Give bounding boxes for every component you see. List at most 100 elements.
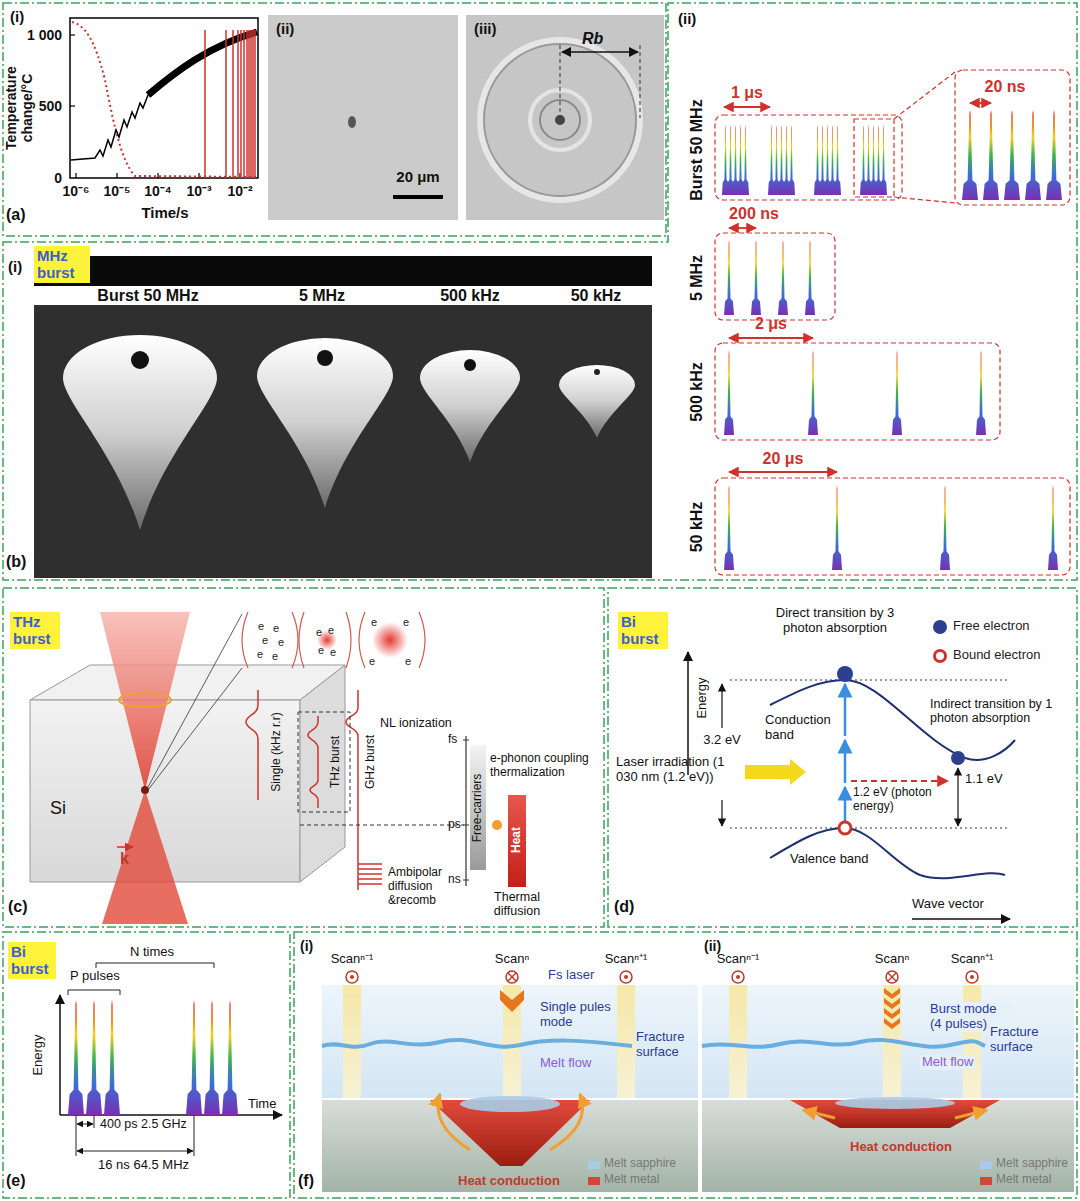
- figure-label: 10⁻²: [227, 183, 252, 199]
- figure-label: GHz burst: [364, 735, 378, 789]
- figure-label: 400 ps 2.5 GHz: [100, 1117, 187, 1131]
- figure-label: 50 kHz: [688, 502, 706, 553]
- tag-text: Bi burst: [11, 943, 53, 978]
- figure-label: 1 μs: [731, 84, 763, 102]
- figure-label: 500 kHz: [440, 287, 500, 305]
- figure-label: 1.1 eV: [965, 772, 1003, 787]
- figure-label: (f): [298, 1172, 314, 1190]
- legend-swatch: [588, 1161, 600, 1169]
- figure-label: Energy: [695, 677, 710, 718]
- figure-label: 20 ns: [985, 78, 1026, 96]
- tag-text: Bi burst: [621, 613, 665, 648]
- figure-label: Fs laser: [548, 968, 594, 983]
- figure-label: Laser irradiation (1 030 nm (1.2 eV)): [616, 755, 746, 785]
- figure-label: N times: [130, 945, 174, 960]
- figure-label: e: [272, 650, 278, 663]
- figure-label: (i): [300, 938, 313, 954]
- figure-label: Time: [248, 1097, 276, 1112]
- panel-tag: THz burst: [10, 612, 60, 649]
- figure-label: 10⁻⁶: [62, 183, 89, 199]
- figure-label: Direct transition by 3 photon absorption: [760, 606, 910, 636]
- figure-label: (i): [10, 8, 24, 25]
- figure-label: e: [257, 648, 263, 661]
- tag-text: MHz burst: [37, 247, 87, 282]
- figure-label: 500 kHz: [688, 362, 706, 422]
- figure-label: e: [278, 636, 284, 649]
- figure-label: Burst 50 MHz: [688, 99, 706, 200]
- figure-label: Scanⁿ: [875, 952, 909, 967]
- figure-label: 20 μs: [763, 450, 804, 468]
- figure-label: 10⁻³: [186, 183, 211, 199]
- figure-label: Free-carriers: [471, 774, 485, 843]
- figure-label: e: [330, 646, 336, 659]
- figure-label: THz burst: [329, 736, 343, 788]
- legend-text: Free electron: [953, 619, 1030, 634]
- figure-label: e: [258, 620, 264, 633]
- figure-label: Single (kHz r.r): [270, 712, 284, 791]
- panel-tag: MHz burst: [34, 246, 90, 283]
- figure-label: (ii): [678, 10, 696, 27]
- legend-text: Melt metal: [996, 1173, 1051, 1187]
- figure-label: e: [371, 616, 377, 629]
- figure-label: Heat conduction: [458, 1174, 560, 1189]
- figure-label: 0: [54, 170, 62, 186]
- figure-label: e: [262, 634, 268, 647]
- figure-label: (c): [8, 898, 28, 916]
- figure-label: Time/s: [141, 204, 188, 221]
- figure-label: 16 ns 64.5 MHz: [98, 1158, 189, 1173]
- figure-label: 1.2 eV (photon energy): [853, 786, 945, 814]
- legend-swatch: [933, 649, 947, 663]
- figure-label: Thermal diffusion: [481, 890, 553, 919]
- legend-text: Melt sapphire: [604, 1157, 676, 1171]
- figure-label: (d): [614, 898, 634, 916]
- legend-text: Melt sapphire: [996, 1157, 1068, 1171]
- figure-label: 500: [39, 98, 62, 114]
- figure-label: 3.2 eV: [703, 733, 741, 748]
- figure-label: (b): [6, 553, 26, 571]
- figure-label: Scanⁿ: [495, 952, 529, 967]
- figure-label: 5 MHz: [688, 255, 706, 301]
- figure-label: Scanⁿ⁺¹: [605, 952, 648, 967]
- figure-label: P pulses: [70, 969, 120, 984]
- figure-label: Fracture surface: [636, 1030, 698, 1060]
- figure-label: Scanⁿ⁺¹: [951, 952, 994, 967]
- figure-label: Temperature change/°C: [3, 53, 35, 163]
- figure-label: e: [405, 655, 411, 668]
- figure-label: Melt flow: [540, 1056, 591, 1071]
- panel-tag: Bi burst: [618, 612, 668, 649]
- legend-text: Melt metal: [604, 1173, 659, 1187]
- figure-label: Ambipolar diffusion &recomb: [388, 866, 446, 907]
- figure-label: 5 MHz: [299, 287, 345, 305]
- figure-label: Wave vector: [912, 897, 984, 912]
- figure-label: (iii): [474, 20, 497, 37]
- figure-label: Energy: [31, 1034, 46, 1075]
- figure-label: ns: [448, 873, 461, 887]
- figure-label: 10⁻⁴: [144, 183, 172, 199]
- figure-label: (ii): [276, 20, 294, 37]
- figure-label: Si: [50, 798, 66, 819]
- figure-label: 50 kHz: [571, 287, 622, 305]
- figure-label: Burst 50 MHz: [97, 287, 198, 305]
- figure-label: e: [403, 616, 409, 629]
- figure-label: 10⁻⁵: [103, 183, 130, 199]
- figure-label: NL ionization: [380, 716, 452, 730]
- figure-label: 20 μm: [396, 168, 439, 185]
- figure-label: fs: [448, 733, 457, 747]
- panel-tag: Bi burst: [8, 942, 56, 979]
- legend-swatch: [980, 1161, 992, 1169]
- tag-text: THz burst: [13, 613, 57, 648]
- figure-label: 1 000: [27, 27, 62, 43]
- figure-label: e: [273, 622, 279, 635]
- figure-label: Rb: [582, 30, 603, 48]
- legend-text: Bound electron: [953, 648, 1040, 663]
- figure-label: 200 ns: [729, 205, 779, 223]
- figure-label: k: [120, 850, 129, 868]
- figure-label: Heat: [510, 827, 524, 853]
- figure-label: Indirect transition by 1 photon absorpti…: [930, 697, 1070, 726]
- figure-label: Heat conduction: [850, 1140, 952, 1155]
- figure-label: Scanⁿ⁻¹: [717, 952, 760, 967]
- figure-label: (e): [6, 1172, 26, 1190]
- figure-label: e-phonon coupling thermalization: [490, 752, 600, 780]
- figure-label: Melt flow: [920, 1055, 975, 1070]
- figure-label: 2 μs: [755, 315, 787, 333]
